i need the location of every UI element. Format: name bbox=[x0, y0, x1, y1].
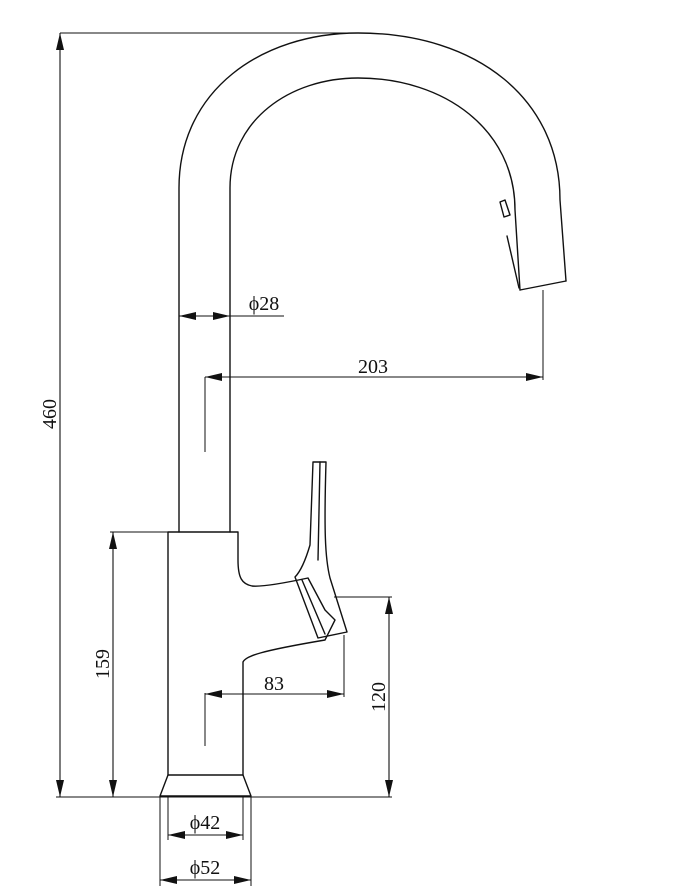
dim-label-spout-reach: 203 bbox=[358, 356, 388, 378]
arrow-base-inner-right bbox=[226, 831, 243, 839]
arrow-lever-reach-right bbox=[327, 690, 344, 698]
dim-label-lever-reach: 83 bbox=[264, 673, 284, 695]
dim-label-lever-height: 120 bbox=[368, 682, 390, 712]
arrow-body-bottom bbox=[109, 780, 117, 797]
dim-label-total-height: 460 bbox=[39, 399, 61, 429]
arrow-tube-right bbox=[213, 312, 230, 320]
base-flange bbox=[159, 774, 252, 797]
dim-lever-height: 120 bbox=[334, 596, 393, 797]
arrow-top bbox=[56, 33, 64, 50]
arrow-lever-bottom bbox=[385, 780, 393, 797]
dim-base-inner-diameter: ϕ42 bbox=[167, 796, 244, 840]
dim-label-base-inner-diameter: ϕ42 bbox=[190, 812, 221, 834]
dim-spout-reach: 203 bbox=[204, 290, 544, 452]
dim-label-tube-diameter: ϕ28 bbox=[249, 293, 280, 315]
dim-label-body-height: 159 bbox=[92, 649, 114, 679]
arrow-base-outer-left bbox=[160, 876, 177, 884]
arrow-lever-reach-left bbox=[205, 690, 222, 698]
arrow-base-outer-right bbox=[234, 876, 251, 884]
arrow-body-top bbox=[109, 532, 117, 549]
arrow-lever-top bbox=[385, 597, 393, 614]
dim-tube-diameter: ϕ28 bbox=[179, 293, 284, 320]
arrow-reach-right bbox=[526, 373, 543, 381]
dim-label-base-outer-diameter: ϕ52 bbox=[190, 857, 221, 879]
lever-handle-inner bbox=[317, 461, 321, 561]
dim-body-height: 159 bbox=[92, 531, 230, 797]
faucet-body bbox=[167, 531, 336, 776]
spray-head-button bbox=[499, 199, 511, 218]
spray-head-tip bbox=[519, 280, 567, 291]
dim-total-height: 460 bbox=[39, 32, 392, 798]
arrow-reach-left bbox=[205, 373, 222, 381]
dim-base-outer-diameter: ϕ52 bbox=[159, 796, 252, 886]
spout-outer-contour bbox=[178, 32, 567, 533]
lever-cartridge bbox=[301, 579, 326, 635]
spout-inner-contour bbox=[229, 77, 521, 533]
arrow-bottom bbox=[56, 780, 64, 797]
arrow-tube-left bbox=[179, 312, 196, 320]
arrow-base-inner-left bbox=[168, 831, 185, 839]
lever-handle bbox=[294, 461, 348, 639]
faucet-outline bbox=[159, 32, 567, 797]
spray-head-seam bbox=[506, 235, 520, 289]
dim-lever-reach: 83 bbox=[204, 635, 345, 746]
